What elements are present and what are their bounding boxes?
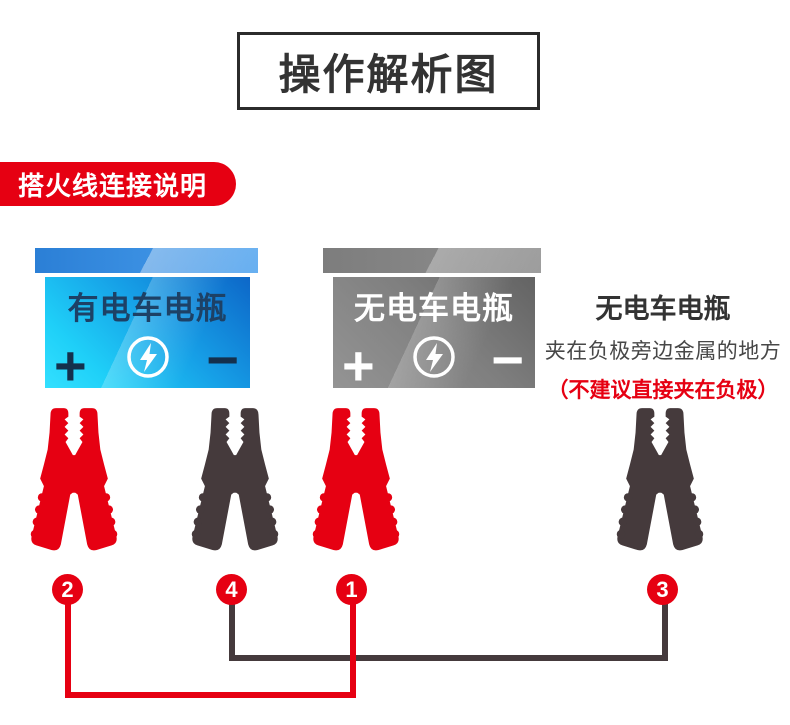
step-badge: 2 (52, 574, 83, 605)
minus-terminal: − (206, 328, 239, 392)
note-block: 无电车电瓶 夹在负极旁边金属的地方 （不建议直接夹在负极） (538, 287, 788, 404)
plus-terminal: + (342, 334, 375, 398)
plus-terminal: + (54, 334, 87, 398)
minus-terminal: − (491, 328, 524, 392)
note-heading: 无电车电瓶 (595, 294, 731, 324)
red-cable-line (65, 602, 356, 698)
step-badge: 1 (336, 574, 367, 605)
donor-battery: 有电车电瓶 + − (45, 277, 250, 398)
note-instruction: 夹在负极旁边金属的地方 (544, 340, 782, 363)
section-banner: 搭火线连接说明 (0, 162, 236, 206)
section-banner-label: 搭火线连接说明 (18, 170, 208, 201)
dead-battery: 无电车电瓶 + − (333, 277, 535, 398)
black-cable-line (229, 602, 668, 661)
step-badge: 4 (216, 574, 247, 605)
donor-battery-label: 有电车电瓶 (67, 291, 228, 326)
dead-battery-label: 无电车电瓶 (354, 291, 514, 326)
dead-battery-lid (323, 248, 541, 273)
page-title-box: 操作解析图 (237, 32, 540, 110)
donor-battery-lid (35, 248, 258, 273)
page-title: 操作解析图 (278, 50, 499, 98)
note-warning: （不建议直接夹在负极） (547, 379, 779, 402)
step-badge: 3 (647, 574, 678, 605)
